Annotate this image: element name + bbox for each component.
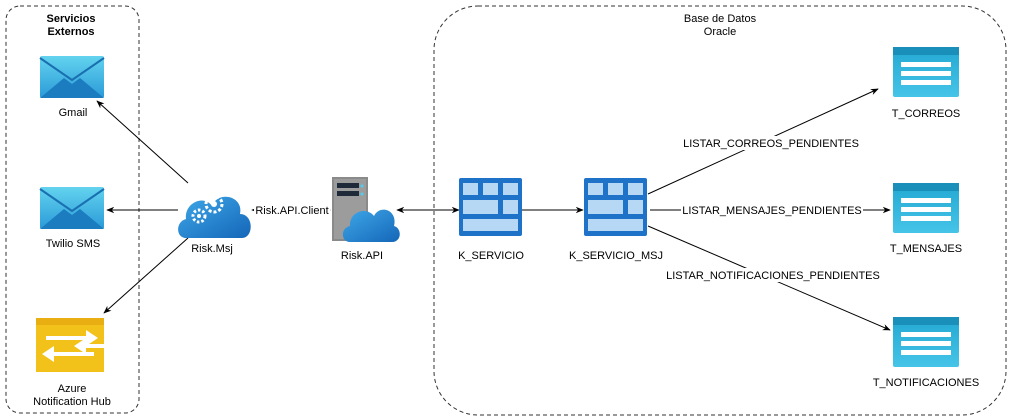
package-grid-icon xyxy=(459,178,522,236)
cloud-gears-icon xyxy=(178,194,251,238)
group-database: Base de Datos Oracle xyxy=(433,5,1007,416)
node-k-servicio: K_SERVICIO xyxy=(458,178,524,262)
table-icon xyxy=(893,317,959,367)
node-risk-msj: Risk.Msj xyxy=(178,194,251,255)
package-grid-icon xyxy=(584,178,647,236)
edge-label-bg xyxy=(662,268,884,282)
node-label-line1: Azure xyxy=(58,383,87,395)
node-label: Gmail xyxy=(59,107,88,119)
edge-msj-gmail xyxy=(96,100,189,184)
group-title-line1: Servicios xyxy=(47,13,96,25)
node-label: Twilio SMS xyxy=(46,238,100,250)
table-icon xyxy=(893,183,959,233)
node-label: T_MENSAJES xyxy=(890,243,962,255)
table-icon xyxy=(893,47,959,97)
node-label: K_SERVICIO_MSJ xyxy=(569,250,663,262)
edge-label-bg xyxy=(680,136,862,150)
notification-hub-icon xyxy=(36,318,104,372)
server-cloud-icon xyxy=(332,177,400,242)
node-k-servicio-msj: K_SERVICIO_MSJ xyxy=(569,178,663,262)
node-label: Risk.Msj xyxy=(191,243,233,255)
edge-label-listar-mensajes: LISTAR_MENSAJES_PENDIENTES xyxy=(682,205,862,217)
edge-label-bg xyxy=(254,203,330,217)
node-label: K_SERVICIO xyxy=(458,250,524,262)
edge-label-listar-correos: LISTAR_CORREOS_PENDIENTES xyxy=(683,138,859,150)
email-icon xyxy=(39,56,105,98)
node-twilio-sms: Twilio SMS xyxy=(39,187,105,250)
edge-label-api-client: Risk.API.Client xyxy=(255,205,328,217)
node-t-correos: T_CORREOS xyxy=(892,47,960,120)
edge-msj-azure xyxy=(103,237,189,314)
edge-label-bg xyxy=(681,203,863,217)
node-label: T_CORREOS xyxy=(892,108,960,120)
node-label: T_NOTIFICACIONES xyxy=(873,377,979,389)
node-label-line2: Notification Hub xyxy=(33,396,111,408)
node-azure-notification-hub: Azure Notification Hub xyxy=(33,318,111,408)
node-risk-api: Risk.API xyxy=(332,177,400,262)
group-border xyxy=(433,5,1007,416)
edge-labels: Risk.API.Client LISTAR_CORREOS_PENDIENTE… xyxy=(254,136,884,282)
group-title-line1: Base de Datos xyxy=(684,13,757,25)
group-title-line2: Oracle xyxy=(704,26,736,38)
email-icon xyxy=(39,187,105,229)
edge-label-listar-notificaciones: LISTAR_NOTIFICACIONES_PENDIENTES xyxy=(666,270,880,282)
node-t-mensajes: T_MENSAJES xyxy=(890,183,962,255)
node-t-notificaciones: T_NOTIFICACIONES xyxy=(873,317,979,389)
node-label: Risk.API xyxy=(341,250,383,262)
group-title-line2: Externos xyxy=(47,26,94,38)
node-gmail: Gmail xyxy=(39,56,105,119)
